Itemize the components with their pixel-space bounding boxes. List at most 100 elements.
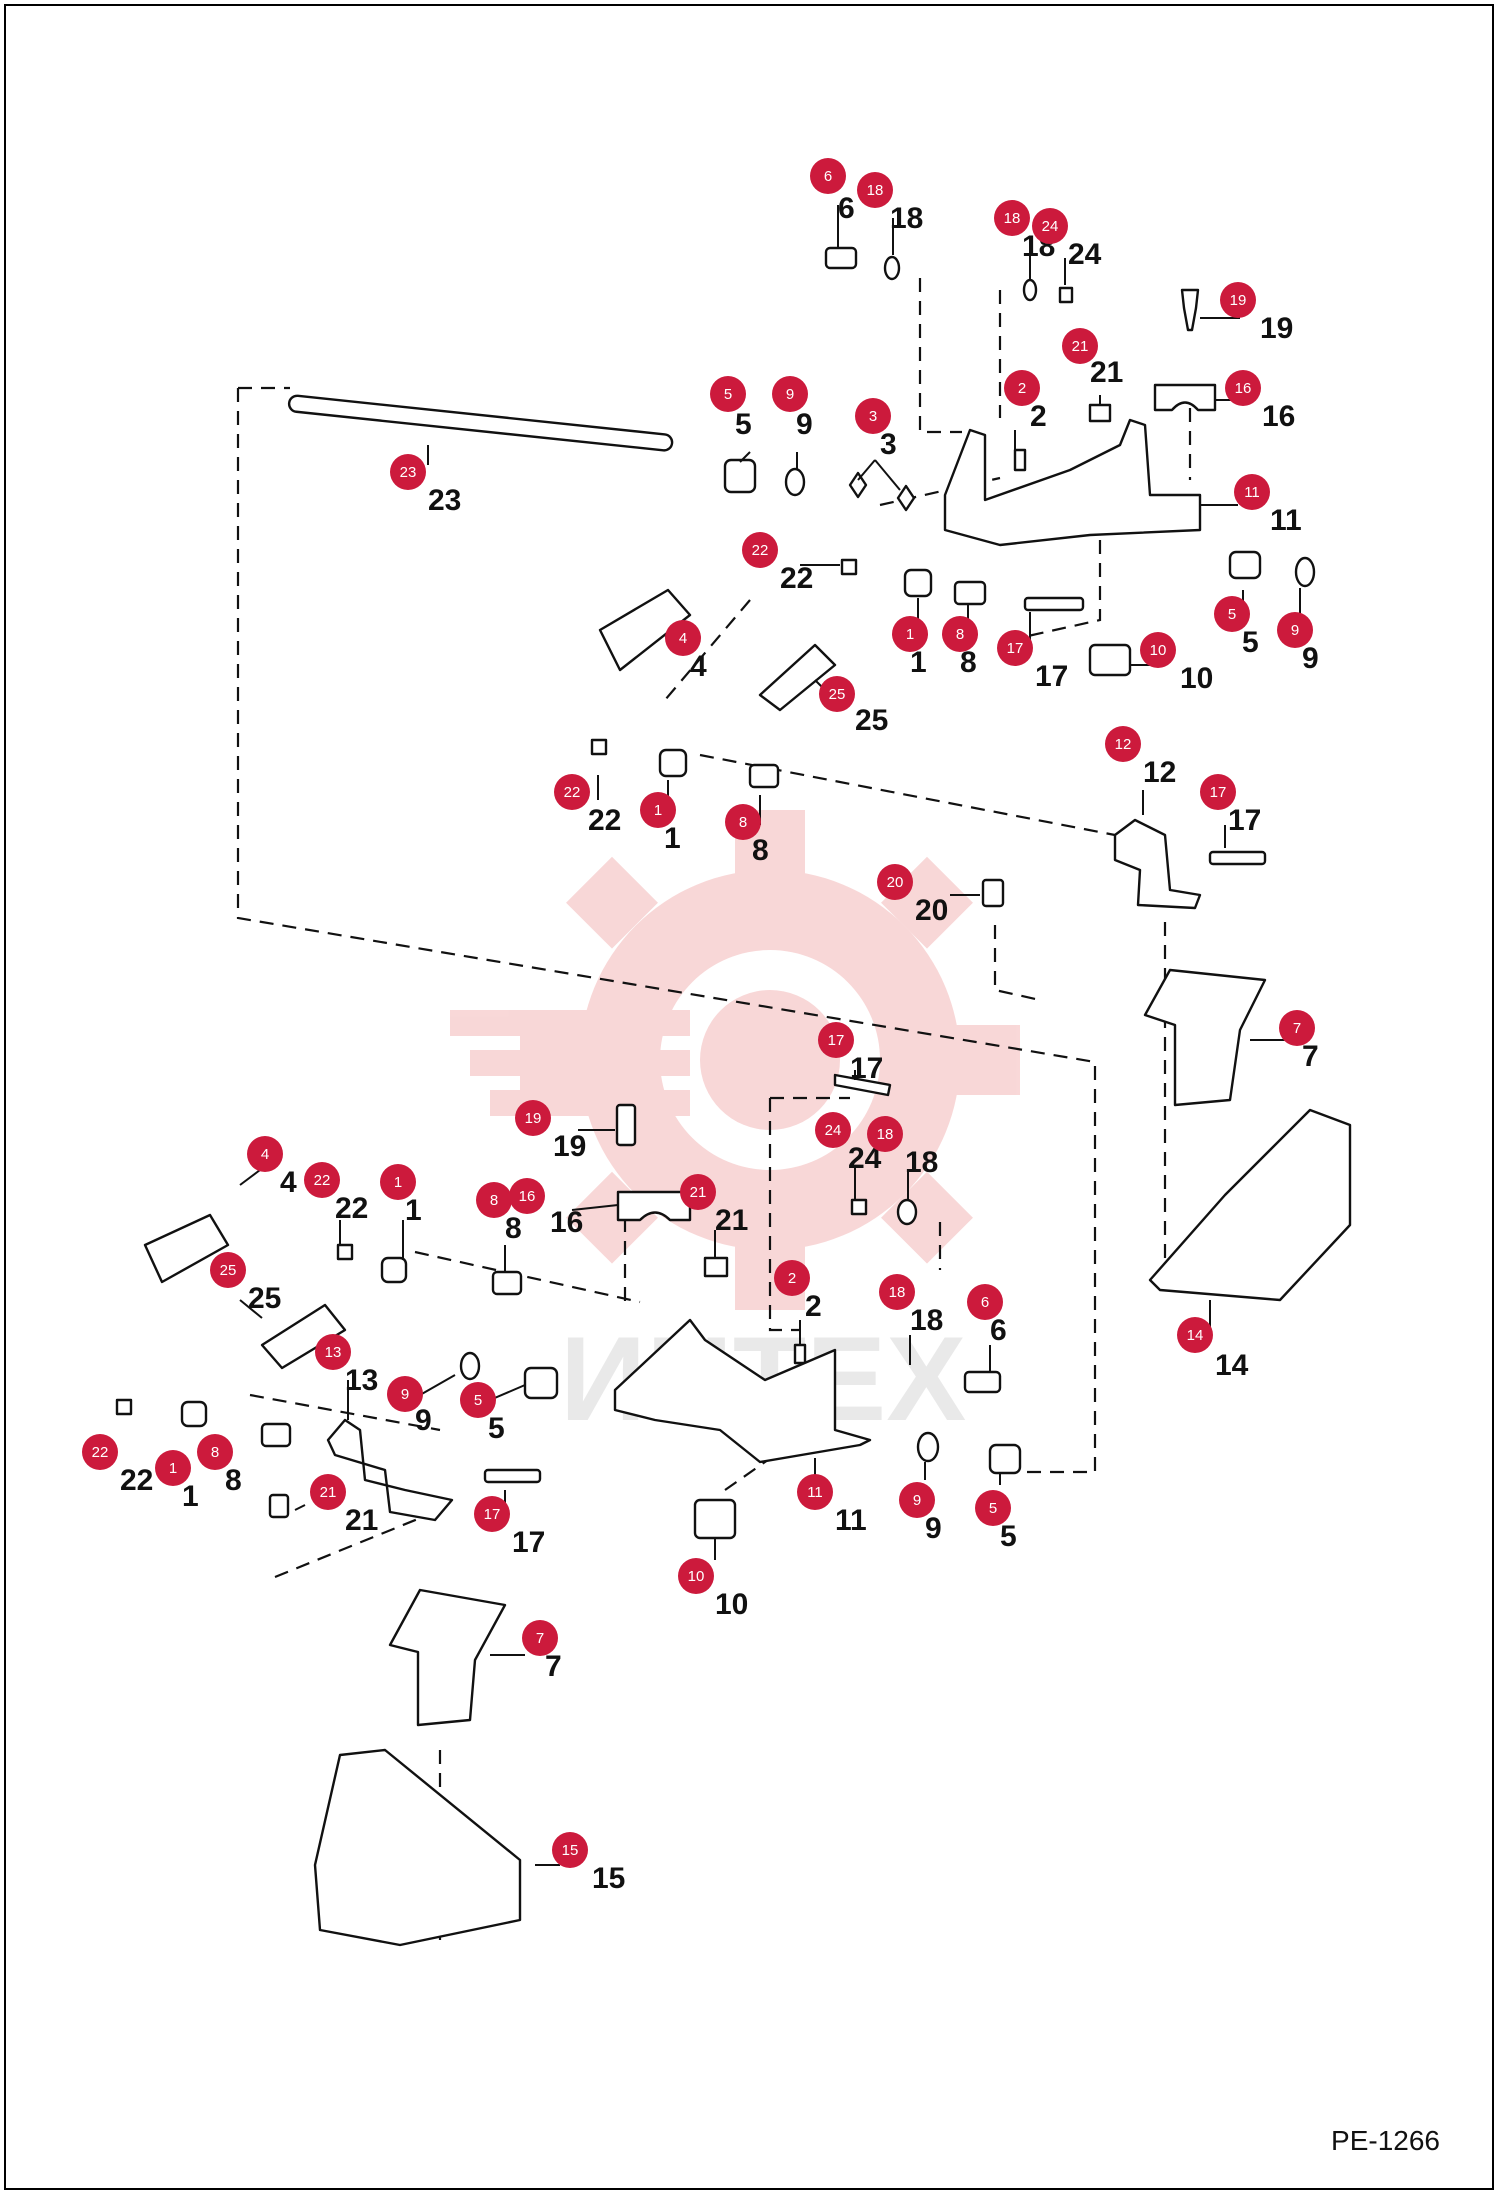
callout-badge-text: 3 (869, 408, 877, 425)
callout-badge (742, 532, 778, 568)
callout-badge (1062, 328, 1098, 364)
callout-badge (310, 1474, 346, 1510)
callout-badge (1004, 370, 1040, 406)
bolt-17d (483, 1468, 542, 1484)
callout-5: 55 (460, 1382, 505, 1445)
spacer-3a (848, 471, 868, 499)
callout-5: 55 (1214, 596, 1259, 659)
callout-number: 9 (1302, 642, 1319, 675)
callout-badge (304, 1162, 340, 1198)
callout-badge-text: 15 (562, 1842, 579, 1859)
callout-badge-text: 21 (320, 1484, 337, 1501)
callout-number: 9 (796, 408, 813, 441)
callout-badge-text: 8 (490, 1192, 498, 1209)
callout-badge-text: 14 (1187, 1327, 1204, 1344)
callout-badge (640, 792, 676, 828)
callout-number: 17 (850, 1052, 883, 1085)
callout-9: 99 (387, 1376, 432, 1437)
bushing-5c (523, 1366, 559, 1400)
nut-22d (115, 1398, 133, 1416)
callout-badge (247, 1136, 283, 1172)
bolt-6b (963, 1370, 1002, 1394)
bracket-12 (1113, 818, 1202, 910)
callout-number: 18 (905, 1146, 938, 1179)
callout-badge-text: 22 (314, 1172, 331, 1189)
callout-3: 33 (855, 398, 897, 461)
callout-badge (1032, 208, 1068, 244)
washer-18b (1022, 278, 1038, 302)
callout-badge (665, 620, 701, 656)
callout-badge-text: 8 (956, 626, 964, 643)
clamp-16 (1153, 383, 1217, 412)
callout-badge-text: 9 (401, 1386, 409, 1403)
bolt-21 (268, 1493, 290, 1519)
spacer-8 (953, 580, 987, 606)
nut-21b (703, 1256, 729, 1278)
washer-9 (784, 467, 806, 497)
callout-badge (797, 1474, 833, 1510)
bolt-19 (1180, 288, 1200, 332)
callout-badge-text: 9 (913, 1492, 921, 1509)
callout-badge (975, 1490, 1011, 1526)
callout-number: 10 (715, 1588, 748, 1621)
callout-badge (680, 1174, 716, 1210)
callout-number: 2 (805, 1290, 822, 1323)
callout-number: 25 (248, 1282, 281, 1315)
bracket-11b (613, 1318, 872, 1464)
callout-number: 7 (545, 1650, 562, 1683)
callout-badge-text: 21 (1072, 338, 1089, 355)
callout-badge-text: 8 (211, 1444, 219, 1461)
callout-badge-text: 21 (690, 1184, 707, 1201)
callout-badge-text: 5 (724, 386, 732, 403)
doc-code: PE-1266 (1331, 2125, 1440, 2156)
callout-badge-text: 11 (807, 1484, 823, 1501)
callout-badge-text: 6 (824, 168, 832, 185)
callout-badge (1177, 1317, 1213, 1353)
callout-badge (552, 1832, 588, 1868)
bolt-17b (1208, 850, 1267, 866)
callout-1: 11 (155, 1450, 199, 1513)
callout-badge (810, 158, 846, 194)
callout-number: 13 (345, 1364, 378, 1397)
bracket-11 (943, 418, 1202, 547)
nut-22b (590, 738, 608, 756)
callout-badge-text: 18 (889, 1284, 906, 1301)
base-15 (313, 1748, 522, 1947)
callout-7: 77 (522, 1620, 562, 1683)
callout-badge (867, 1116, 903, 1152)
callout-badge-text: 9 (786, 386, 794, 403)
spacer-8b (748, 763, 780, 789)
callout-number: 21 (1090, 356, 1123, 389)
callout-badge-text: 10 (688, 1568, 705, 1585)
callout-badge-text: 19 (1230, 292, 1247, 309)
callout-number: 9 (925, 1512, 942, 1545)
callout-badge-text: 5 (474, 1392, 482, 1409)
callout-badge (877, 864, 913, 900)
callout-badge (710, 376, 746, 412)
callout-8: 88 (942, 616, 978, 679)
callout-1: 11 (640, 792, 681, 855)
spacer-8c (491, 1270, 523, 1296)
washer-9c (459, 1351, 481, 1381)
callout-number: 1 (910, 646, 927, 679)
callout-badge (390, 454, 426, 490)
callout-number: 1 (664, 822, 681, 855)
callout-badge (818, 1022, 854, 1058)
callout-number: 22 (335, 1192, 368, 1225)
callout-badge (725, 804, 761, 840)
callout-badge-text: 18 (1004, 210, 1021, 227)
